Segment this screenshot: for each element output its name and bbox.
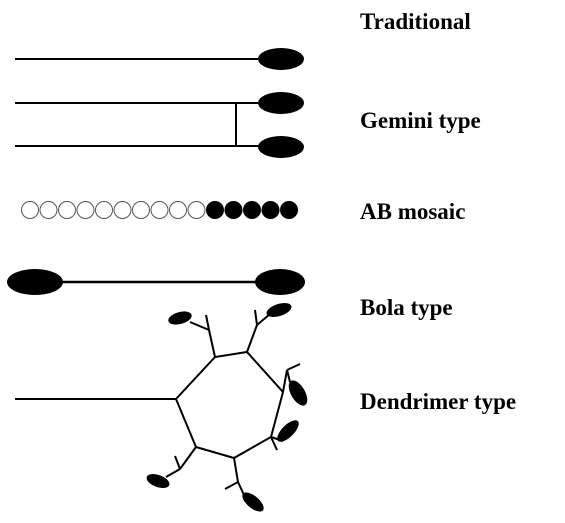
dendrimer-branch: [165, 468, 181, 478]
dendrimer-head: [146, 474, 170, 488]
dendrimer-branch: [256, 313, 271, 326]
dendrimer-head: [242, 492, 264, 512]
label-ab-mosaic: AB mosaic: [360, 199, 466, 224]
dendrimer-core: [174, 350, 285, 460]
dendrimer-branch: [286, 369, 291, 383]
dendrimer-branch: [179, 446, 197, 470]
dendrimer-head: [168, 311, 192, 325]
mosaic-bead-hollow: [58, 201, 76, 219]
dendrimer-branch: [254, 309, 258, 326]
dendrimer-head: [266, 303, 292, 317]
mosaic-bead-hollow: [132, 201, 150, 219]
label-gemini-type: Gemini type: [360, 108, 481, 133]
dendrimer-branch: [189, 321, 210, 331]
traditional-molecule: [15, 48, 304, 70]
mosaic-bead-hollow: [95, 201, 113, 219]
bola-head-right: [255, 269, 305, 295]
mosaic-bead-hollow: [187, 201, 206, 219]
mosaic-bead-hollow: [76, 201, 95, 219]
label-bola-type: Bola type: [360, 295, 453, 320]
dendrimer-branch: [286, 363, 301, 371]
dendrimer-branch: [174, 455, 181, 470]
dendrimer-branch: [233, 457, 239, 483]
traditional-head: [258, 48, 304, 70]
dendrimer-molecule: [15, 303, 308, 512]
mosaic-bead-filled: [243, 201, 261, 219]
dendrimer-branch: [270, 436, 278, 451]
gemini-head-bottom: [258, 136, 304, 158]
gemini-molecule: [15, 92, 304, 158]
dendrimer-branch: [224, 481, 239, 490]
dendrimer-branch: [246, 324, 258, 353]
label-dendrimer-type: Dendrimer type: [360, 389, 517, 414]
dendrimer-branch: [237, 481, 245, 496]
mosaic-bead-hollow: [113, 201, 132, 219]
bola-molecule: [7, 269, 305, 295]
mosaic-bead-filled: [224, 201, 243, 219]
label-traditional: Traditional: [360, 9, 471, 34]
dendrimer-branch: [205, 314, 210, 331]
ab-mosaic-molecule: [21, 201, 298, 219]
mosaic-bead-hollow: [169, 201, 187, 219]
dendrimer-head: [277, 420, 299, 442]
mosaic-bead-hollow: [150, 201, 169, 219]
gemini-head-top: [258, 92, 304, 114]
mosaic-bead-hollow: [39, 201, 58, 219]
dendrimer-branch: [282, 369, 288, 393]
dendrimer-head: [288, 380, 308, 406]
mosaic-bead-hollow: [21, 201, 39, 219]
dendrimer-branch: [208, 329, 216, 358]
bola-head-left: [7, 269, 63, 295]
mosaic-bead-filled: [206, 201, 224, 219]
mosaic-bead-filled: [280, 201, 298, 219]
mosaic-bead-filled: [261, 201, 280, 219]
